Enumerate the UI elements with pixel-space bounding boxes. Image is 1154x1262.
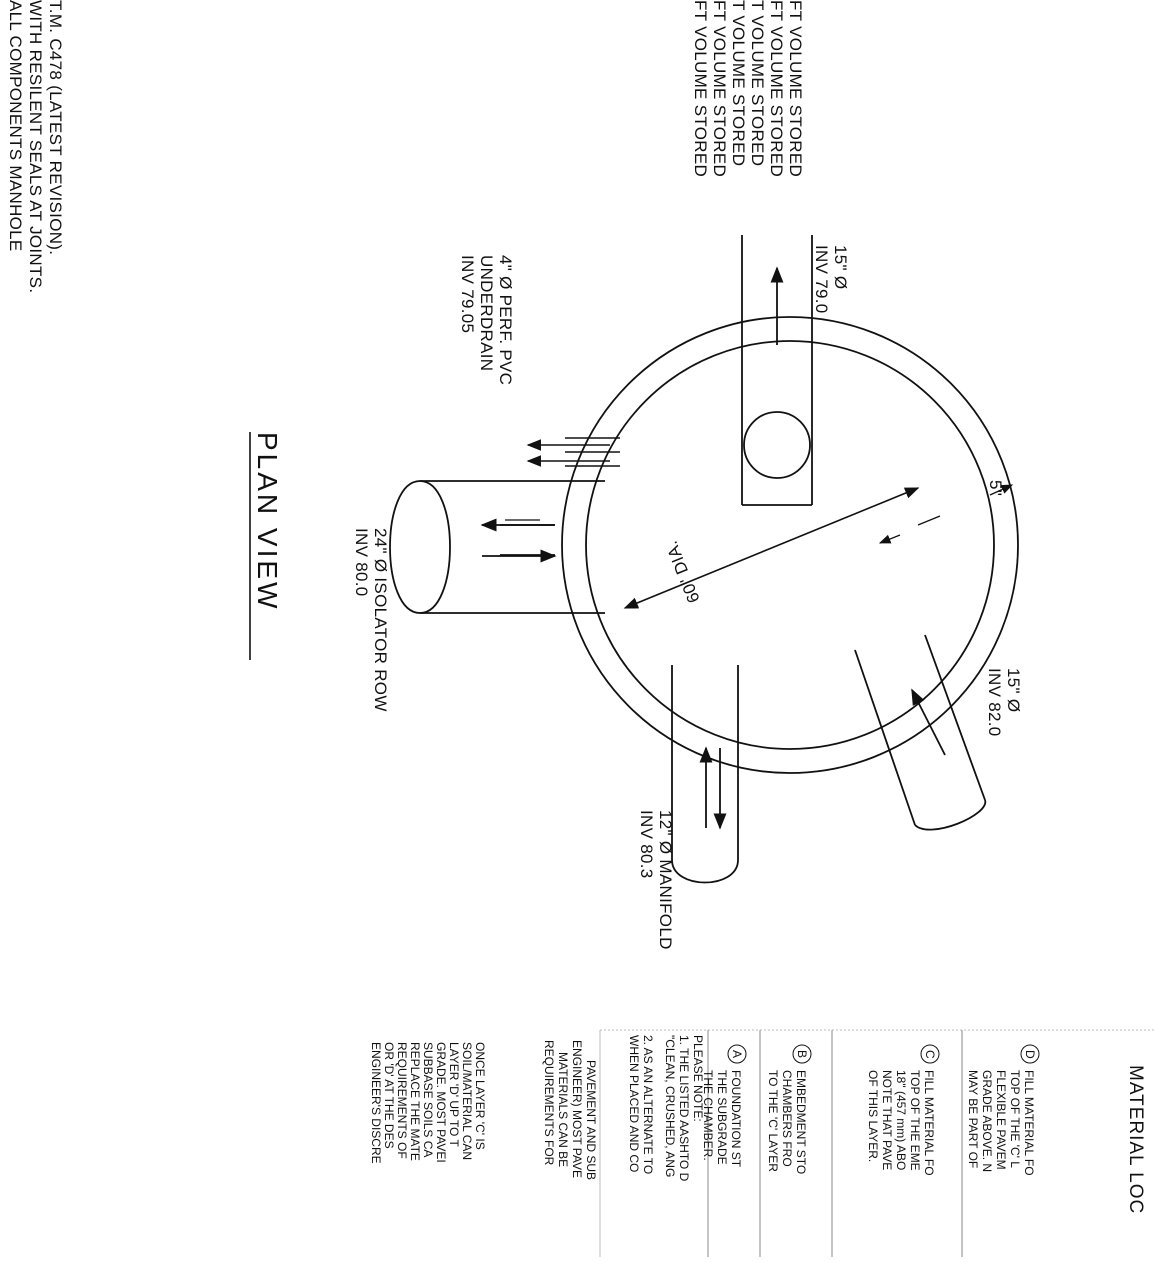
- note-line: 2. AS AN ALTERNATE TO: [641, 1035, 655, 1174]
- layer-b-line: CHAMBERS FRO: [780, 1070, 794, 1167]
- pavement-line: REQUIREMENTS FOR: [542, 1040, 556, 1166]
- note-line: WITH RESILENT SEALS AT JOINTS.: [26, 0, 45, 293]
- underdrain-pipe: [526, 437, 620, 467]
- manifold-invert: INV 80.3: [637, 810, 656, 879]
- note-line: 1. THE LISTED AASHTO D: [677, 1035, 691, 1182]
- pavement-note: PAVEMENT AND SUB ENGINEER) MOST PAVE MAT…: [542, 1040, 598, 1180]
- layer-letter-c: C: [923, 1050, 937, 1059]
- plan-view-title-text: PLAN VIEW: [252, 432, 283, 611]
- layer-note-line: ENGINEER'S DISCRE: [369, 1042, 383, 1164]
- layer-note-line: SUBBASE SOILS CA: [421, 1042, 435, 1157]
- manhole-inner-wall: [585, 340, 995, 750]
- isolator-size: 24" Ø ISOLATOR ROW: [371, 528, 390, 712]
- layer-d-description: FILL MATERIAL FO TOP OF THE 'C' L FLEXIB…: [966, 1070, 1036, 1176]
- layer-c-line: 18" (457 mm) ABO: [894, 1070, 908, 1170]
- layer-note-line: GRADE. MOST PAVEI: [434, 1042, 448, 1163]
- pavement-line: ENGINEER) MOST PAVE: [570, 1040, 584, 1178]
- volume-line: FT VOLUME STORED: [710, 0, 729, 177]
- note-line: T.M. C478 (LATEST REVISION).: [46, 0, 65, 255]
- layer-d-line: MAY BE PART OF: [966, 1070, 980, 1168]
- layer-badge-b: [792, 1044, 812, 1064]
- isolator-row-pipe: [389, 480, 605, 614]
- layer-a-line: THE CHAMBER.: [701, 1070, 715, 1161]
- manhole-outer-wall: [561, 316, 1019, 774]
- layer-c-description: FILL MATERIAL FO TOP OF THE EME 18" (457…: [866, 1070, 936, 1176]
- inlet-pipe: [854, 634, 986, 831]
- volume-line: FT VOLUME STORED: [786, 0, 805, 177]
- layer-a-line: THE SUBGRADE: [715, 1070, 729, 1165]
- layer-badge-a: [727, 1044, 747, 1064]
- manifold-size: 12" Ø MANIFOLD: [656, 810, 675, 950]
- layer-c-line: TOP OF THE EME: [908, 1070, 922, 1171]
- layer-c-line: FILL MATERIAL FO: [922, 1070, 936, 1176]
- layer-note-line: ONCE LAYER 'C' IS: [473, 1042, 487, 1150]
- inlet-invert: INV 82.0: [985, 668, 1004, 737]
- pavement-line: MATERIALS CAN BE: [556, 1052, 570, 1167]
- volume-line: FT VOLUME STORED: [691, 0, 710, 177]
- isolator-invert: INV 80.0: [352, 528, 371, 597]
- volume-line: FT VOLUME STORED: [767, 0, 786, 177]
- layer-b-line: TO THE 'C' LAYER: [766, 1070, 780, 1172]
- manifold-label: 12" Ø MANIFOLD INV 80.3: [637, 810, 675, 950]
- note-line: PLEASE NOTE:: [691, 1035, 705, 1122]
- layer-note-line: OR 'D' AT THE DES: [382, 1042, 396, 1149]
- layer-d-line: FILL MATERIAL FO: [1022, 1070, 1036, 1176]
- layer-a-description: FOUNDATION ST THE SUBGRADE THE CHAMBER.: [701, 1070, 743, 1168]
- volume-line: T VOLUME STORED: [729, 0, 748, 166]
- outlet-pipe: [741, 235, 813, 506]
- layer-a-line: FOUNDATION ST: [729, 1070, 743, 1168]
- layer-d-line: FLEXIBLE PAVEM: [994, 1070, 1008, 1170]
- note-line: "CLEAN, CRUSHED, ANG: [663, 1035, 677, 1177]
- layer-d-line: GRADE ABOVE. N: [980, 1070, 994, 1172]
- layer-d-line: TOP OF THE 'C' L: [1008, 1070, 1022, 1168]
- layer-note-line: REPLACE THE MATE: [408, 1042, 422, 1161]
- volume-stored-list: FT VOLUME STORED FT VOLUME STORED T VOLU…: [691, 0, 805, 177]
- general-notes: T.M. C478 (LATEST REVISION). WITH RESILE…: [6, 0, 65, 293]
- note-line: WHEN PLACED AND CO: [627, 1035, 641, 1172]
- layer-c-line: NOTE THAT PAVE: [880, 1070, 894, 1170]
- layer-letter-b: B: [795, 1050, 809, 1058]
- underdrain-type: UNDERDRAIN: [477, 255, 496, 371]
- layer-note-line: SOIL/MATERIAL CAN: [460, 1042, 474, 1160]
- wall-thickness-label: 5": [986, 480, 1005, 496]
- layer-b-description: EMBEDMENT STO CHAMBERS FRO TO THE 'C' LA…: [766, 1070, 808, 1174]
- layer-note-line: REQUIREMENTS OF: [395, 1042, 409, 1159]
- inlet-size: 15" Ø: [1004, 668, 1023, 712]
- layer-note: ONCE LAYER 'C' IS SOIL/MATERIAL CAN LAYE…: [369, 1042, 487, 1164]
- layer-letter-a: A: [730, 1050, 744, 1058]
- manifold-pipe: [671, 665, 739, 884]
- layer-badge-d: [1020, 1044, 1040, 1064]
- outlet-invert: INV 79.0: [812, 245, 831, 314]
- please-note: PLEASE NOTE: 1. THE LISTED AASHTO D "CLE…: [627, 1035, 705, 1182]
- layer-letter-d: D: [1023, 1050, 1037, 1059]
- underdrain-size: 4" Ø PERF. PVC: [496, 255, 515, 385]
- layer-c-line: OF THIS LAYER.: [866, 1070, 880, 1162]
- underdrain-label: 4" Ø PERF. PVC UNDERDRAIN INV 79.05: [458, 255, 515, 385]
- isolator-row-label: 24" Ø ISOLATOR ROW INV 80.0: [352, 528, 390, 712]
- plan-view-title: PLAN VIEW: [249, 432, 283, 660]
- volume-line: T VOLUME STORED: [748, 0, 767, 166]
- note-line: ALL COMPONENTS MANHOLE: [6, 0, 25, 252]
- material-table-title: MATERIAL LOC: [1125, 1065, 1146, 1214]
- diameter-dimension: [623, 487, 920, 609]
- outlet-pipe-label: 15" Ø INV 79.0: [812, 245, 850, 314]
- inlet-pipe-label: 15" Ø INV 82.0: [985, 668, 1023, 737]
- material-table: MATERIAL LOC D FILL MATERIAL FO TOP OF T…: [369, 1029, 1154, 1257]
- outlet-size: 15" Ø: [831, 245, 850, 289]
- layer-badge-c: [920, 1044, 940, 1064]
- layer-b-line: EMBEDMENT STO: [794, 1070, 808, 1174]
- underdrain-invert: INV 79.05: [458, 255, 477, 333]
- wall-thickness-dimension: [878, 484, 1014, 544]
- pavement-line: PAVEMENT AND SUB: [584, 1060, 598, 1180]
- layer-note-line: LAYER 'D' UP TO T: [447, 1042, 461, 1148]
